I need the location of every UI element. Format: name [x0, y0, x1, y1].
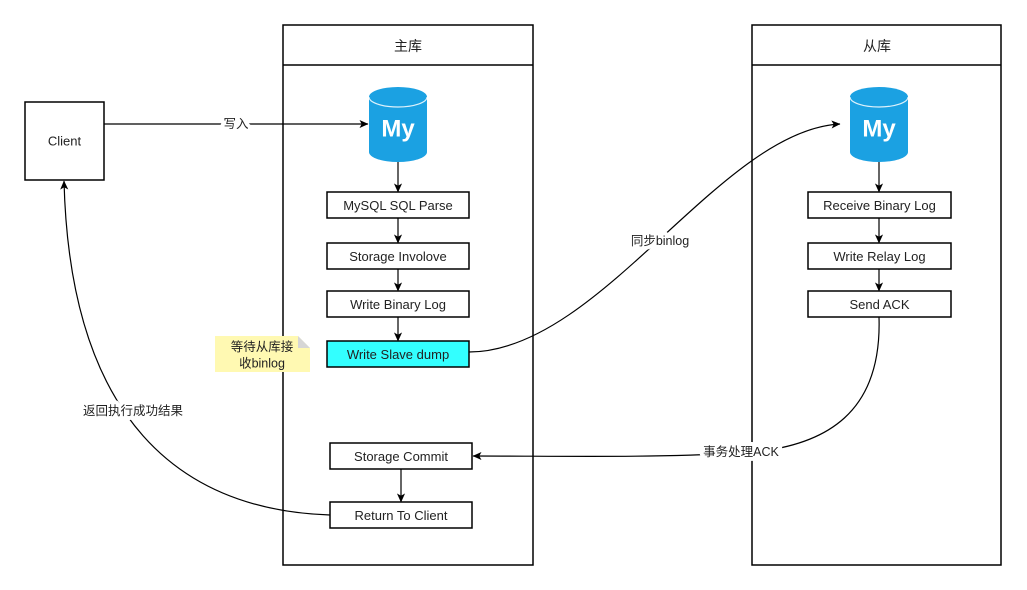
highlighted-step-box — [326, 340, 470, 368]
step-box — [329, 442, 473, 470]
step-box — [329, 501, 473, 529]
edge-label-return-result: 返回执行成功结果 — [83, 404, 184, 418]
step-label: MySQL SQL Parse — [343, 198, 453, 213]
step-label: Write Binary Log — [350, 297, 446, 312]
mysql-icon: My — [368, 87, 428, 162]
edge-label-write: 写入 — [223, 117, 249, 131]
slave-step-write-relay-log: Write Relay Log — [807, 242, 952, 270]
master-panel-frame — [282, 24, 534, 566]
step-label: Write Relay Log — [833, 249, 925, 264]
slave-title: 从库 — [863, 38, 891, 54]
note-body — [215, 336, 310, 372]
master-step-storage-commit: Storage Commit — [329, 442, 473, 470]
master-step-write-slave-dump: Write Slave dump — [326, 340, 470, 368]
slave-db-lid — [849, 96, 909, 108]
curve-sync-binlog — [468, 120, 841, 353]
step-label: Return To Client — [355, 508, 448, 523]
master-db-logo-text: My — [381, 116, 415, 143]
edge-label-ack: 事务处理ACK — [703, 444, 779, 459]
mysql-icon: My — [849, 87, 909, 162]
step-box — [807, 191, 952, 219]
master-step-sql-parse: MySQL SQL Parse — [326, 191, 470, 219]
slave-panel: 从库 — [751, 24, 1002, 566]
master-step-write-binlog: Write Binary Log — [326, 290, 470, 318]
master-db-lid — [368, 96, 428, 108]
note-line-2: 收binlog — [239, 357, 285, 371]
master-title: 主库 — [394, 38, 422, 54]
master-step-return-to-client: Return To Client — [329, 501, 473, 529]
slave-step-receive-binlog: Receive Binary Log — [807, 191, 952, 219]
step-label: Storage Involove — [349, 249, 447, 264]
wait-note: 等待从库接 收binlog — [215, 336, 310, 372]
client-box — [24, 101, 105, 181]
note-line-1: 等待从库接 — [231, 339, 294, 354]
note-fold — [298, 336, 310, 348]
step-label: Send ACK — [850, 297, 910, 312]
slave-db-logo-text: My — [862, 116, 896, 143]
master-step-storage-involve: Storage Involove — [326, 242, 470, 270]
edge-label-sync-binlog: 同步binlog — [631, 234, 689, 248]
master-panel: 主库 — [282, 24, 534, 566]
client-label: Client — [48, 134, 82, 149]
curve-return-to-client — [60, 180, 331, 516]
slave-panel-frame — [751, 24, 1002, 566]
step-label: Write Slave dump — [347, 347, 449, 362]
curve-ack-to-commit — [472, 316, 880, 461]
slave-step-send-ack: Send ACK — [807, 290, 952, 318]
step-label: Storage Commit — [354, 449, 448, 464]
client-node: Client — [24, 101, 105, 181]
step-label: Receive Binary Log — [823, 198, 936, 213]
